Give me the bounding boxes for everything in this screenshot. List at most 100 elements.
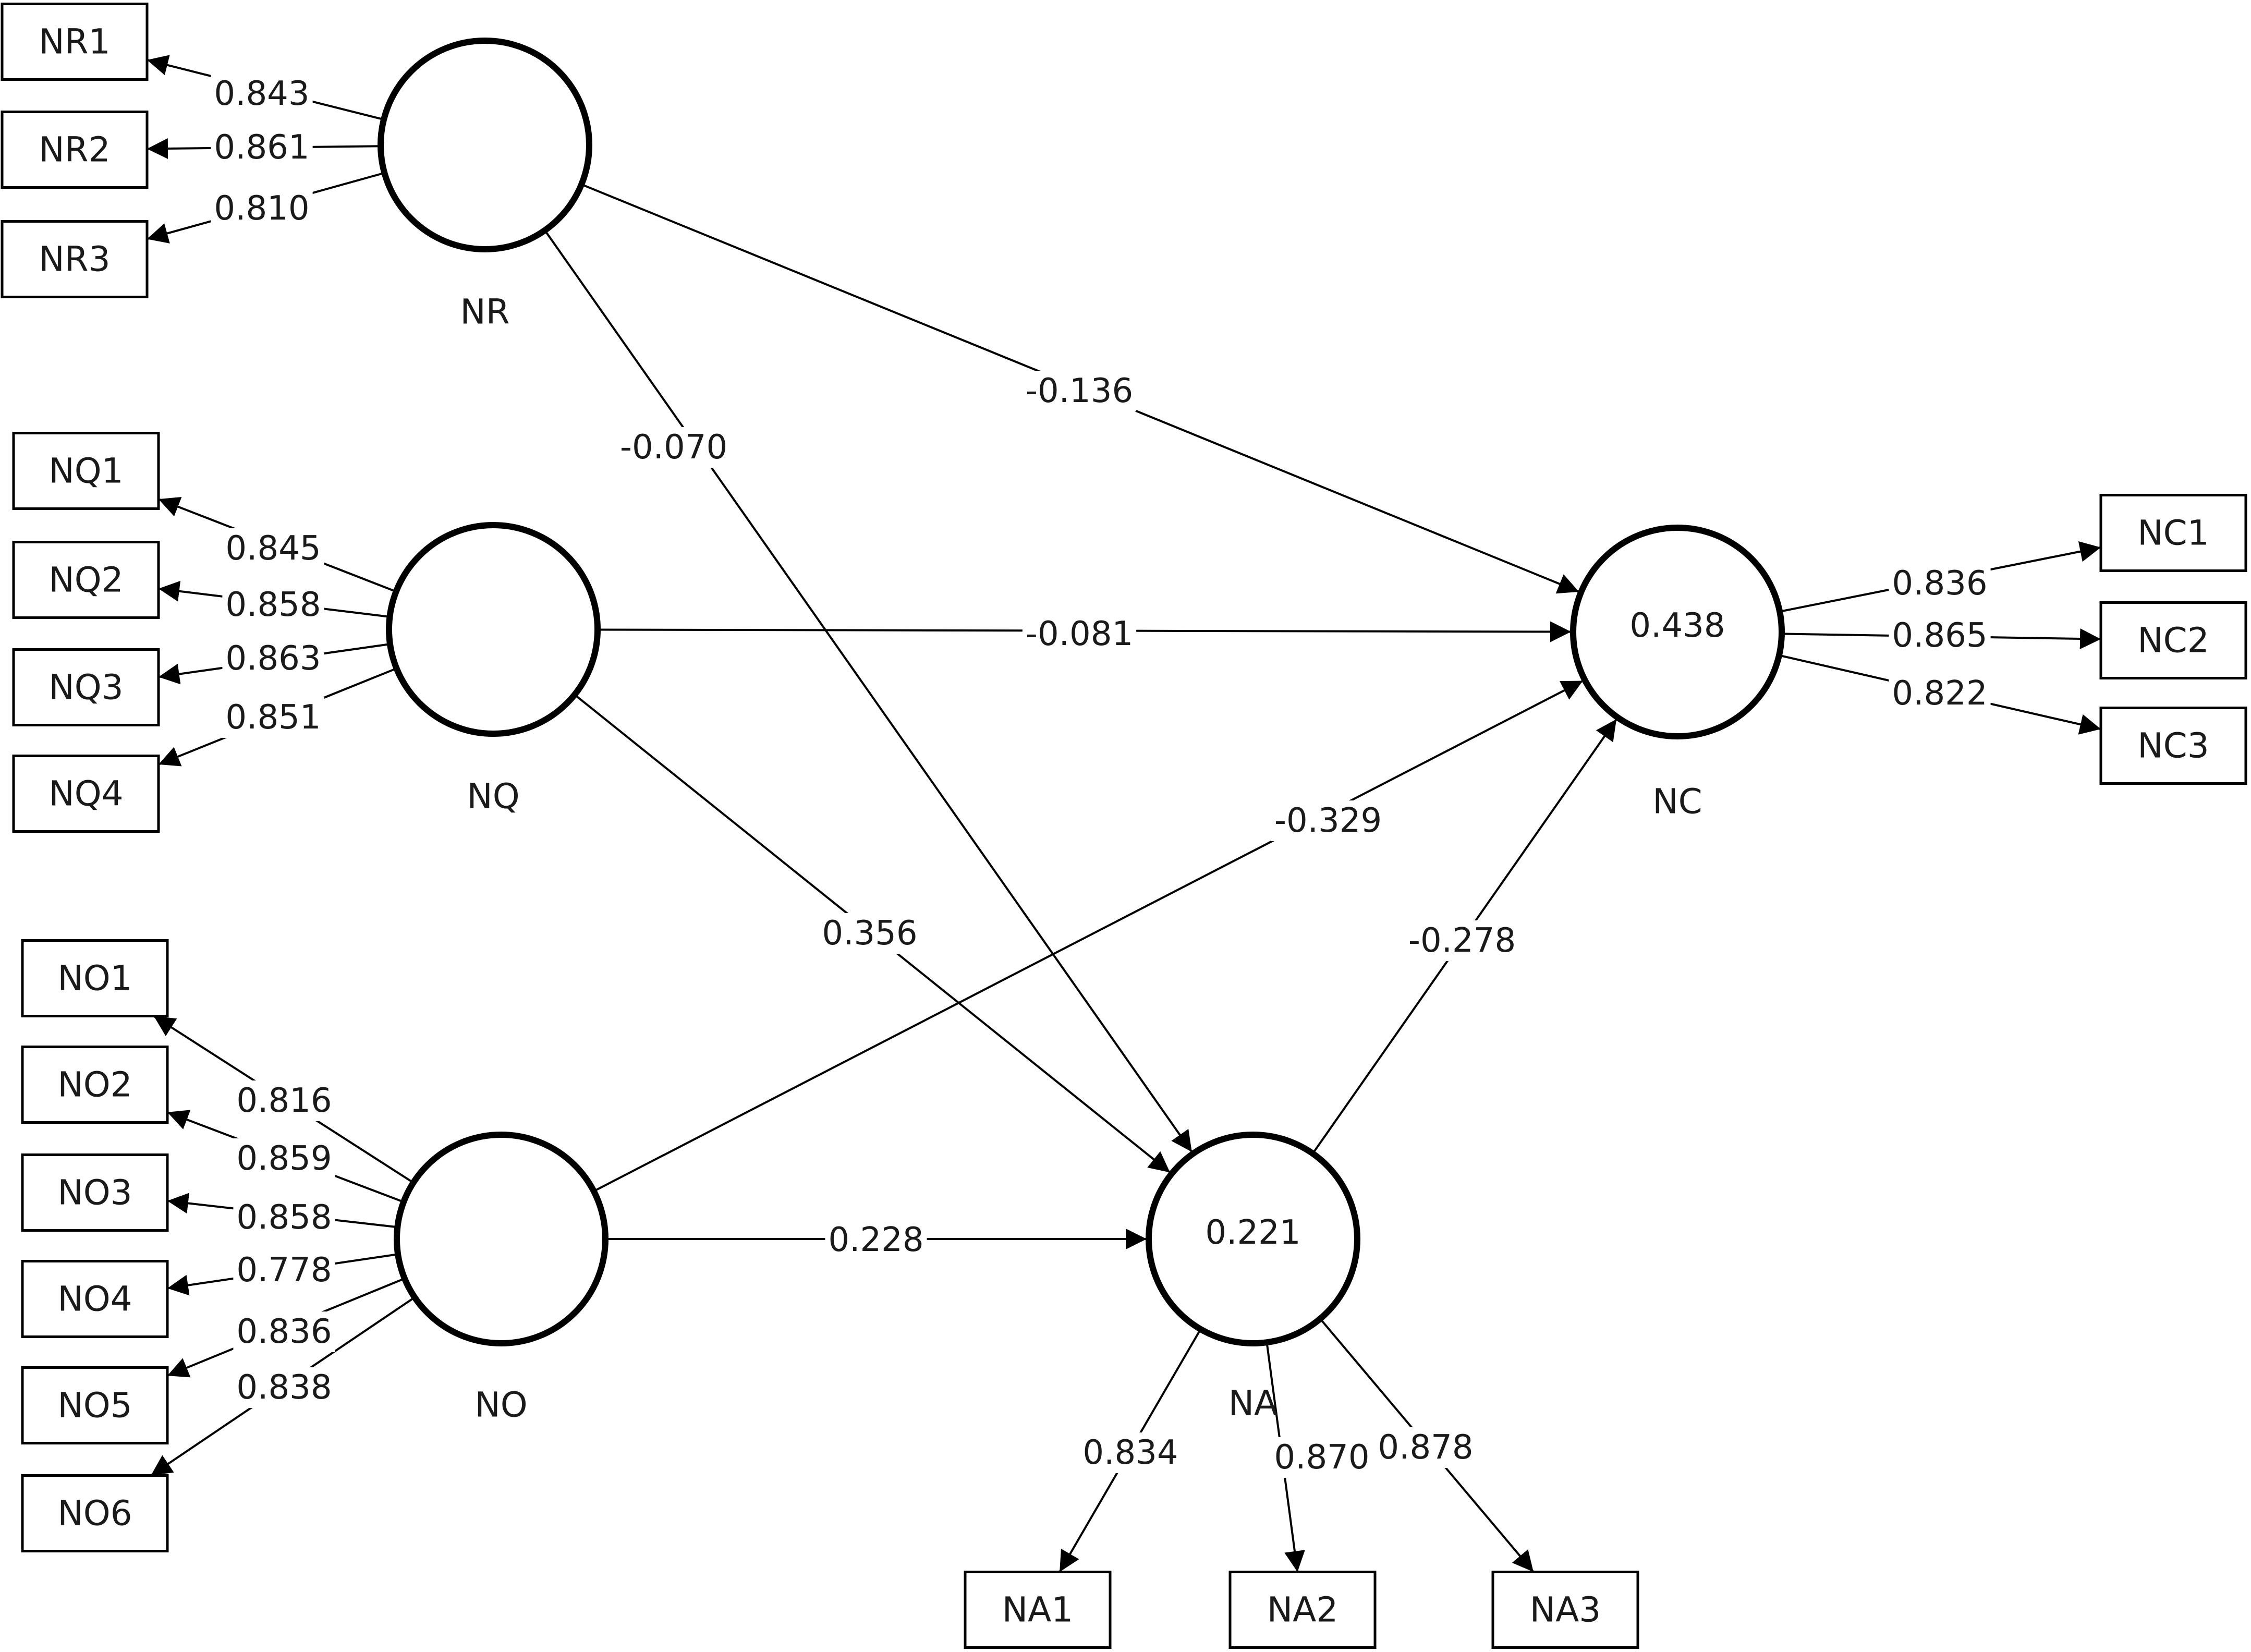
path-coefficient-nq-nc: -0.081 (1026, 615, 1133, 653)
loading-nr3: 0.810 (214, 189, 309, 228)
path-coefficient-no-nc-bg (1271, 800, 1385, 841)
indicator-nc1: NC1 (2099, 494, 2247, 572)
latent-name-na: NA (1228, 1383, 1278, 1424)
indicator-box (21, 1366, 169, 1444)
loading-no4-bg (233, 1250, 335, 1291)
path-coefficient-na-nc: -0.278 (1408, 921, 1516, 960)
indicator-label: NO1 (57, 958, 132, 999)
indicator-label: NR2 (39, 130, 110, 170)
latent-nq: NQ (386, 522, 601, 817)
indicator-na2: NA2 (1228, 1571, 1377, 1649)
indicator-nq4: NQ4 (12, 755, 160, 833)
indicator-label: NC3 (2137, 726, 2209, 766)
loading-no5-bg (233, 1311, 335, 1352)
loading-no6-bg (233, 1367, 335, 1408)
loading-no5: 0.836 (236, 1313, 332, 1351)
loading-nc2: 0.865 (1892, 616, 1987, 655)
indicator-box (1, 111, 149, 189)
indicator-box (1228, 1571, 1377, 1649)
loading-nq1-bg (222, 528, 324, 569)
loading-no3-bg (233, 1197, 335, 1238)
latent-nr: NR (378, 38, 592, 332)
loading-nc2-bg (1889, 615, 1991, 656)
loading-nq2-bg (222, 585, 324, 625)
latent-name-nr: NR (460, 292, 509, 332)
indicator-box (1, 3, 149, 81)
latent-circle (1570, 525, 1785, 739)
loading-no4: 0.778 (236, 1251, 332, 1290)
indicator-nq3: NQ3 (12, 648, 160, 726)
indicator-no5: NO5 (21, 1366, 169, 1444)
indicator-no6: NO6 (21, 1474, 169, 1552)
loading-na1-bg (1079, 1432, 1182, 1473)
path-coefficient-no-na-bg (825, 1220, 927, 1260)
loading-nr2: 0.861 (214, 128, 309, 167)
loading-na1: 0.834 (1082, 1434, 1178, 1472)
indicator-box (21, 1260, 169, 1338)
loading-no6: 0.838 (236, 1368, 332, 1407)
indicator-label: NA2 (1267, 1590, 1339, 1630)
indicator-nr2: NR2 (1, 111, 149, 189)
loading-nc3: 0.822 (1892, 674, 1987, 713)
indicator-no2: NO2 (21, 1046, 169, 1124)
indicator-nr3: NR3 (1, 220, 149, 298)
indicator-box (2099, 707, 2247, 785)
loading-nc3-bg (1889, 673, 1991, 714)
indicator-no3: NO3 (21, 1153, 169, 1232)
latent-circle (1146, 1132, 1360, 1346)
path-arrow (593, 679, 1584, 1193)
indicator-box (21, 1474, 169, 1552)
indicator-box (12, 755, 160, 833)
indicator-box (2099, 494, 2247, 572)
indicator-label: NQ4 (48, 774, 123, 814)
latent-name-nc: NC (1652, 782, 1702, 822)
loading-nq3: 0.863 (225, 639, 321, 678)
indicator-label: NQ1 (48, 451, 123, 491)
latent-name-nq: NQ (467, 776, 519, 817)
path-coefficient-nq-na: 0.356 (822, 914, 917, 953)
loading-no2: 0.859 (236, 1139, 332, 1178)
indicator-box (964, 1571, 1112, 1649)
path-coefficient-nr-na-bg (616, 427, 731, 468)
indicator-box (1491, 1571, 1639, 1649)
loading-no1-bg (233, 1080, 335, 1121)
indicator-box (2099, 601, 2247, 679)
loading-na2: 0.870 (1274, 1438, 1369, 1477)
indicator-label: NO6 (57, 1493, 132, 1534)
loading-nr1-bg (211, 74, 313, 114)
loading-na3: 0.878 (1378, 1428, 1473, 1467)
indicator-label: NO3 (57, 1173, 132, 1213)
path-coefficient-nq-nc-bg (1022, 614, 1137, 654)
path-coefficient-nr-nc-bg (1022, 371, 1137, 411)
r-squared-nc: 0.438 (1629, 606, 1725, 645)
path-coefficient-no-na: 0.228 (828, 1221, 923, 1259)
path-arrow (544, 229, 1193, 1153)
path-nr-to-na (544, 229, 1193, 1153)
indicator-nq1: NQ1 (12, 432, 160, 510)
indicator-label: NA3 (1530, 1590, 1601, 1630)
indicator-no4: NO4 (21, 1260, 169, 1338)
latent-circle (394, 1132, 609, 1346)
loading-nq3-bg (222, 638, 324, 679)
loading-nr1: 0.843 (214, 75, 309, 113)
indicator-box (12, 541, 160, 619)
indicator-box (12, 432, 160, 510)
latent-circle (378, 38, 592, 252)
indicator-nr1: NR1 (1, 3, 149, 81)
loading-na2-bg (1271, 1437, 1373, 1478)
path-coefficient-no-nc: -0.329 (1274, 801, 1382, 840)
indicator-label: NA1 (1002, 1590, 1074, 1630)
path-coefficient-nq-na-bg (819, 913, 921, 954)
indicator-na3: NA3 (1491, 1571, 1639, 1649)
loading-nr3-bg (211, 188, 313, 229)
loading-no3: 0.858 (236, 1198, 332, 1237)
path-coefficient-nr-nc: -0.136 (1026, 372, 1133, 410)
loading-nq4-bg (222, 697, 324, 738)
indicator-box (1, 220, 149, 298)
loading-no1: 0.816 (236, 1082, 332, 1120)
latent-name-no: NO (474, 1385, 527, 1425)
loading-na3-bg (1374, 1427, 1477, 1468)
latent-no: NO (394, 1132, 609, 1425)
indicator-label: NQ3 (48, 667, 123, 708)
